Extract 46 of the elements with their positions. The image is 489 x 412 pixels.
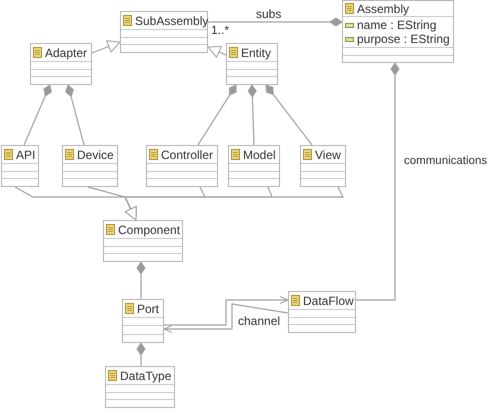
edge-label: channel xyxy=(238,315,280,327)
class-box xyxy=(30,43,92,85)
class-box xyxy=(1,145,39,187)
class-name: Adapter xyxy=(45,46,88,60)
composition-line xyxy=(248,84,257,146)
class-box xyxy=(146,145,218,187)
class-name: View xyxy=(315,148,341,162)
multiplicity-label: 1..* xyxy=(211,24,230,36)
attribute-text: name : EString xyxy=(357,18,436,32)
edge-label: communications xyxy=(404,155,488,167)
reference-arrow xyxy=(164,303,288,333)
class-box xyxy=(120,11,208,53)
composition-line xyxy=(65,84,85,146)
class-box xyxy=(288,291,356,333)
class-box xyxy=(103,220,183,262)
class-box xyxy=(228,145,280,187)
composition-line xyxy=(208,18,342,26)
class-name: Entity xyxy=(241,46,272,60)
class-box xyxy=(105,366,175,408)
attribute-text: purpose : EString xyxy=(357,32,450,46)
composition-line xyxy=(136,342,146,366)
reference-arrow xyxy=(164,296,288,326)
class-box xyxy=(300,145,346,187)
class-name: DataFlow xyxy=(303,294,354,308)
class-name: API xyxy=(16,148,36,162)
composition-line xyxy=(356,62,400,301)
edge-label: subs xyxy=(256,8,282,20)
composition-line xyxy=(23,84,52,146)
class-name: Controller xyxy=(161,148,214,162)
class-name: Assembly xyxy=(357,2,410,16)
class-box xyxy=(62,145,118,187)
generalization-arrow xyxy=(208,46,226,58)
class-name: Port xyxy=(137,302,160,316)
class-name: DataType xyxy=(120,368,172,382)
class-name: SubAssembly xyxy=(135,14,208,28)
class-name: Model xyxy=(243,148,276,162)
class-box xyxy=(342,0,454,63)
class-name: Component xyxy=(118,222,180,236)
class-name: Device xyxy=(77,148,114,162)
generalization-arrow xyxy=(92,40,120,54)
class-box xyxy=(226,43,278,85)
composition-line xyxy=(266,84,312,146)
composition-line xyxy=(136,262,146,299)
generalization-arrow xyxy=(124,186,344,220)
class-box xyxy=(122,299,164,343)
composition-line xyxy=(198,84,237,146)
